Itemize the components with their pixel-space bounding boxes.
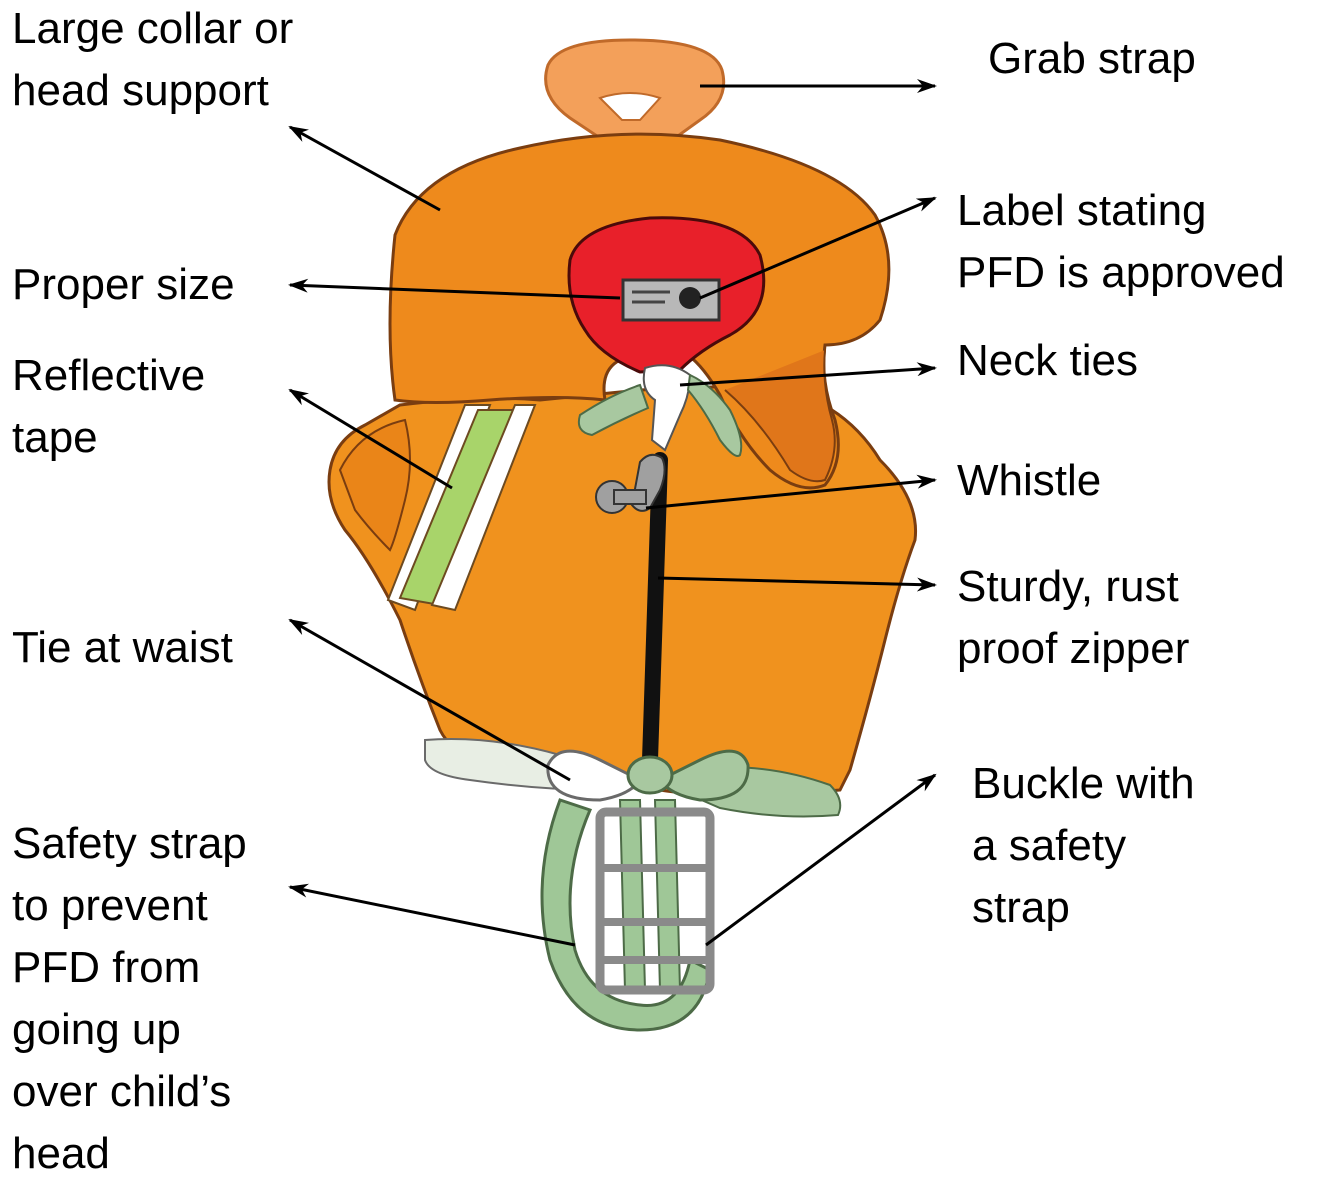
label-grab-strap-line-1: Grab strap xyxy=(988,28,1196,90)
arrow-collar xyxy=(290,127,440,210)
label-safety-strap-line-2: to prevent xyxy=(12,875,247,937)
label-collar-line-1: Large collar or xyxy=(12,0,293,60)
label-buckle-line-2: a safety xyxy=(972,815,1195,877)
label-safety-strap-line-5: over child’s xyxy=(12,1061,247,1123)
buckle xyxy=(600,812,710,990)
label-safety-strap-line-6: head xyxy=(12,1123,247,1185)
label-neck-ties: Neck ties xyxy=(957,330,1138,392)
label-reflective-tape: Reflective tape xyxy=(12,345,205,469)
label-collar-line-2: head support xyxy=(12,60,293,122)
label-whistle: Whistle xyxy=(957,450,1101,512)
grab-strap xyxy=(546,40,724,138)
label-buckle: Buckle with a safety strap xyxy=(972,753,1195,939)
label-approval-line-1: Label stating xyxy=(957,180,1285,242)
label-zipper-line-1: Sturdy, rust xyxy=(957,556,1189,618)
arrow-safety-strap xyxy=(290,887,575,945)
label-safety-strap-line-3: PFD from xyxy=(12,937,247,999)
label-buckle-line-3: strap xyxy=(972,877,1195,939)
label-approval-line-2: PFD is approved xyxy=(957,242,1285,304)
label-zipper-line-2: proof zipper xyxy=(957,618,1189,680)
label-collar: Large collar or head support xyxy=(12,0,293,122)
label-reflective-tape-line-2: tape xyxy=(12,407,205,469)
label-neck-ties-line-1: Neck ties xyxy=(957,330,1138,392)
label-safety-strap-line-1: Safety strap xyxy=(12,813,247,875)
label-proper-size: Proper size xyxy=(12,254,235,316)
safety-strap xyxy=(542,800,710,1030)
label-approval: Label stating PFD is approved xyxy=(957,180,1285,304)
label-zipper: Sturdy, rust proof zipper xyxy=(957,556,1189,680)
label-proper-size-line-1: Proper size xyxy=(12,254,235,316)
label-grab-strap: Grab strap xyxy=(988,28,1196,90)
label-buckle-line-1: Buckle with xyxy=(972,753,1195,815)
label-safety-strap: Safety strap to prevent PFD from going u… xyxy=(12,813,247,1185)
label-safety-strap-line-4: going up xyxy=(12,999,247,1061)
label-tie-waist-line-1: Tie at waist xyxy=(12,617,233,679)
label-tie-waist: Tie at waist xyxy=(12,617,233,679)
label-reflective-tape-line-1: Reflective xyxy=(12,345,205,407)
label-whistle-line-1: Whistle xyxy=(957,450,1101,512)
